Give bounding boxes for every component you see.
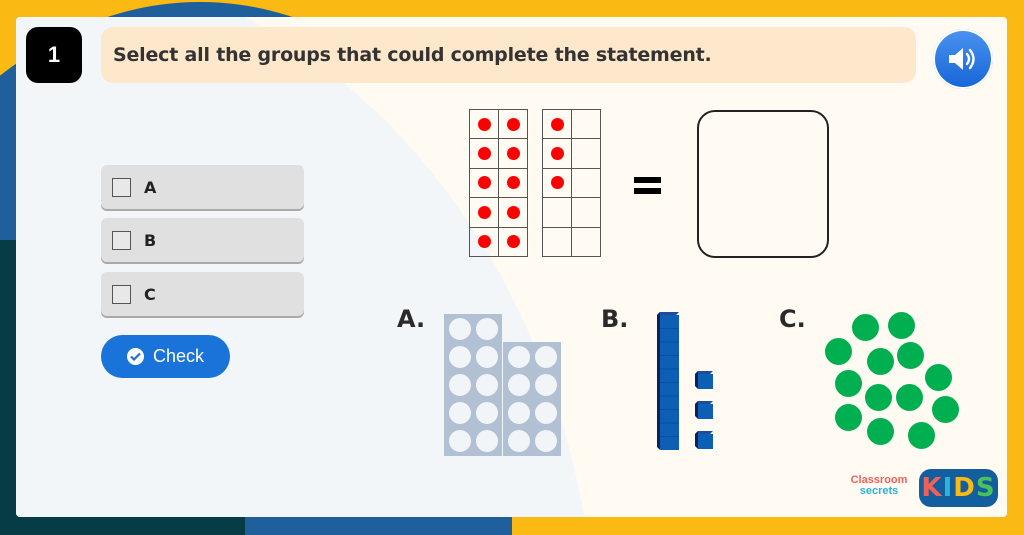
ten-frame-partial xyxy=(542,109,601,257)
red-dot xyxy=(550,117,564,131)
equals-sign xyxy=(634,177,661,199)
option-b[interactable]: B xyxy=(101,218,304,262)
group-b-unit-cube xyxy=(695,371,713,389)
checkbox-b[interactable] xyxy=(112,230,131,250)
option-a[interactable]: A xyxy=(101,165,304,209)
red-dot xyxy=(506,176,520,190)
red-dot xyxy=(506,205,520,219)
checkbox-c[interactable] xyxy=(112,284,131,304)
logo-secrets-text: secrets xyxy=(859,485,899,497)
logo-classroom-text: Classroom xyxy=(850,474,908,486)
check-button[interactable]: Check xyxy=(101,335,230,378)
group-a-frame-ten xyxy=(444,314,502,456)
audio-button[interactable] xyxy=(933,29,993,89)
background-blue-strip xyxy=(245,517,512,535)
group-a-label: A. xyxy=(397,305,426,333)
red-dot xyxy=(550,147,564,161)
answer-box xyxy=(697,110,829,258)
red-dot xyxy=(506,235,520,249)
group-c-counters xyxy=(820,310,965,455)
red-dot xyxy=(477,176,491,190)
checkbox-a[interactable] xyxy=(112,177,131,197)
option-a-label: A xyxy=(144,177,157,197)
group-c-label: C. xyxy=(779,305,806,333)
background-yellow-strip xyxy=(512,517,1024,535)
group-b-ten-rod xyxy=(657,312,679,450)
option-b-label: B xyxy=(144,230,157,250)
option-c[interactable]: C xyxy=(101,272,304,316)
red-dot xyxy=(506,117,520,131)
group-a-frame-eight xyxy=(503,342,561,456)
red-dot xyxy=(477,117,491,131)
group-b-unit-cube xyxy=(695,431,713,449)
red-dot xyxy=(506,147,520,161)
question-text: Select all the groups that could complet… xyxy=(101,27,916,83)
check-circle-icon xyxy=(126,348,144,365)
group-b-label: B. xyxy=(601,305,629,333)
ten-frame-full xyxy=(469,109,528,257)
speaker-icon xyxy=(949,48,975,70)
red-dot xyxy=(477,205,491,219)
red-dot xyxy=(477,147,491,161)
red-dot xyxy=(477,235,491,249)
question-number: 1 xyxy=(26,27,82,83)
check-button-label: Check xyxy=(152,346,205,366)
group-b-unit-cube xyxy=(695,401,713,419)
red-dot xyxy=(550,176,564,190)
option-c-label: C xyxy=(144,284,156,304)
